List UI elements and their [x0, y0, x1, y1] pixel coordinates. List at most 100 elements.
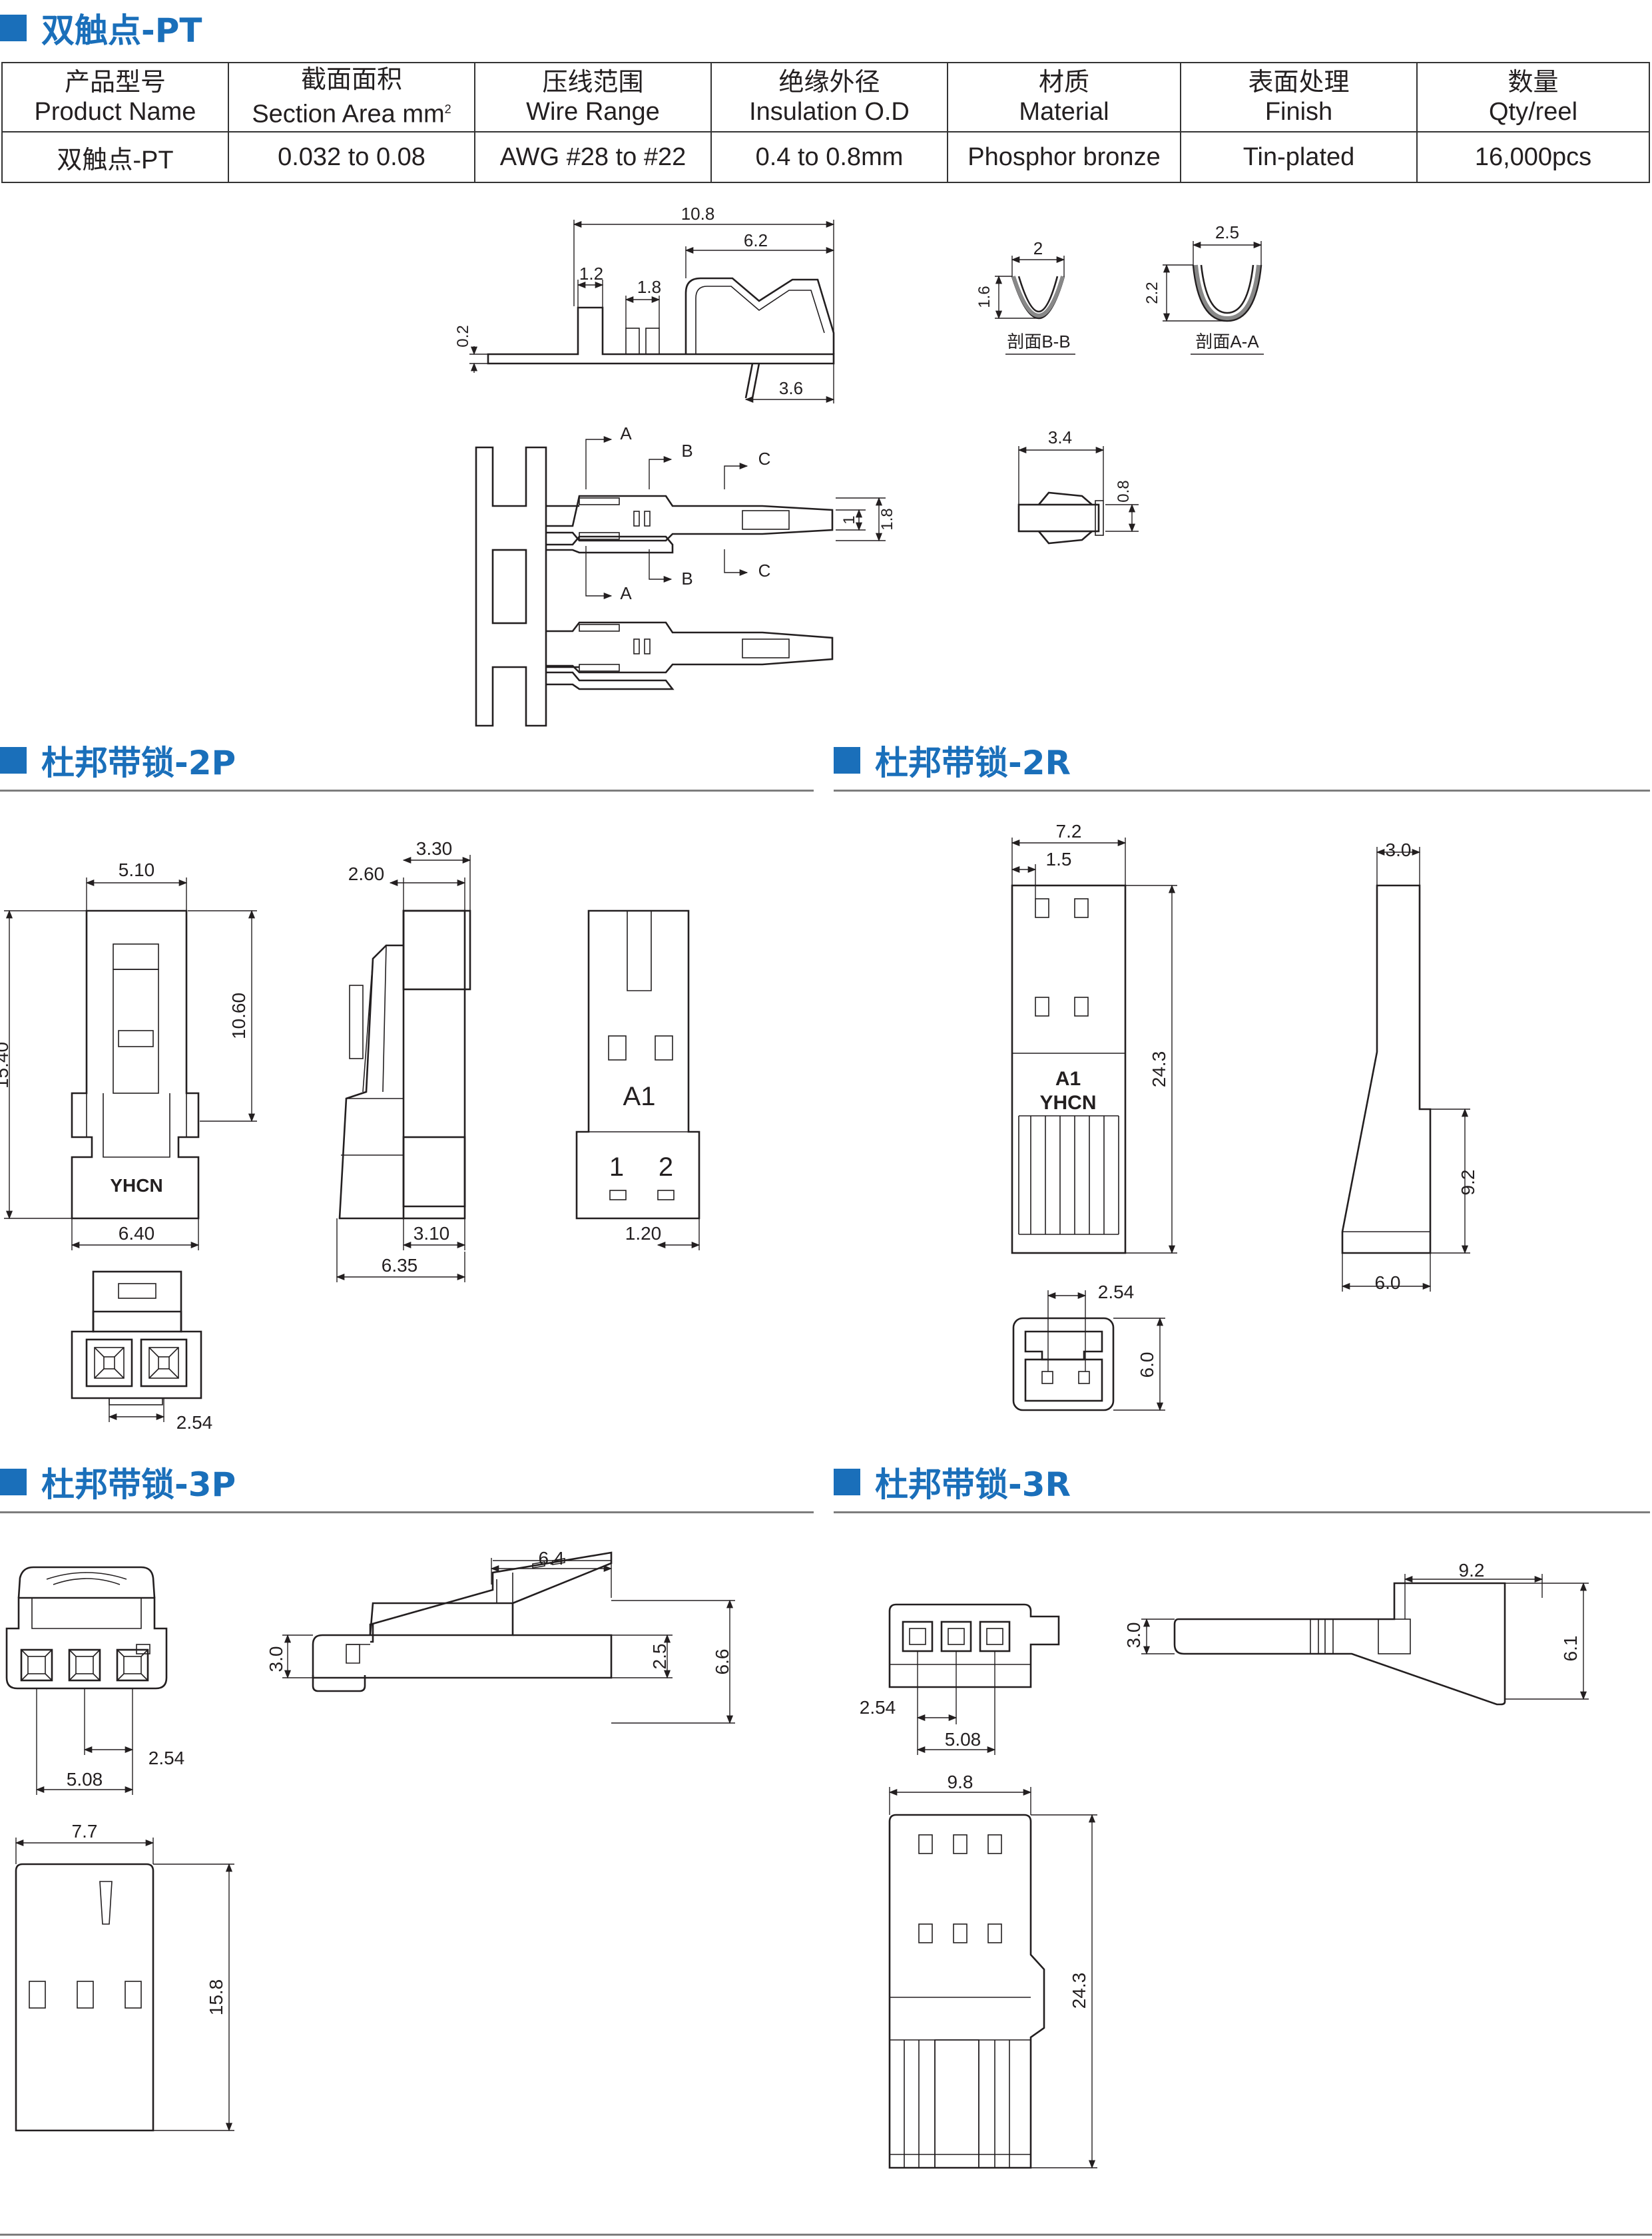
- section-square-icon: [834, 1469, 860, 1495]
- section-title-3r: 杜邦带锁-3R: [834, 1458, 1071, 1506]
- divider: [0, 2234, 1652, 2236]
- 2r-top-view: A1 YHCN 7.2 1.5 24.3: [1011, 821, 1177, 1254]
- dim-label: 9.2: [1459, 1560, 1485, 1581]
- cut-label: A: [620, 423, 632, 443]
- pt-section-b: 2 1.6 剖面B-B: [975, 238, 1075, 355]
- dim-label: 1.8: [878, 508, 896, 530]
- dim-label: 1.6: [975, 286, 993, 308]
- dim-label: 5.10: [119, 860, 155, 880]
- dim-label: 3.0: [1386, 840, 1412, 860]
- dim-label: 0.8: [1115, 480, 1133, 502]
- dim-label: 9.8: [948, 1772, 973, 1792]
- dim-label: 3.30: [416, 838, 453, 859]
- dim-label: 1.20: [625, 1223, 662, 1244]
- dim-label: 6.0: [1137, 1352, 1157, 1378]
- section-title-2r: 杜邦带锁-2R: [834, 736, 1071, 784]
- table-cell: 0.4 to 0.8mm: [710, 131, 948, 183]
- pt-side-view: [487, 277, 835, 399]
- dim-label: 6.40: [119, 1223, 155, 1244]
- dim-label: 6.2: [744, 230, 768, 250]
- mark-label: A1: [1055, 1068, 1081, 1090]
- pt-cut-markers: A A B B C C 1 1.8: [585, 423, 896, 603]
- dim-label: 2.54: [176, 1412, 213, 1433]
- cut-label: C: [758, 449, 771, 469]
- dim-label: 10.60: [228, 993, 249, 1039]
- 3p-top-view: 7.7 15.8: [15, 1821, 234, 2132]
- dim-label: 24.3: [1069, 1973, 1089, 2009]
- table-cell: 16,000pcs: [1416, 131, 1650, 183]
- table-cell: 双触点-PT: [1, 131, 229, 183]
- pin-label: 1: [609, 1152, 624, 1182]
- dim-label: 24.3: [1149, 1051, 1169, 1088]
- pt-front-view: 3.4 0.8: [1017, 427, 1139, 545]
- pt-dimensions: 10.8 6.2 1.2 1.8 0.2 3.6: [454, 204, 835, 403]
- dim-label: 2.5: [649, 1644, 670, 1670]
- cut-label: C: [758, 561, 771, 581]
- dim-label: 2.5: [1215, 222, 1239, 242]
- 3r-top-view: 9.8 24.3: [888, 1772, 1097, 2169]
- section-square-icon: [0, 1469, 27, 1495]
- dim-label: 6.35: [382, 1255, 418, 1276]
- dim-label: 1.5: [1046, 849, 1072, 870]
- section-square-icon: [0, 15, 27, 41]
- section-label: 剖面A-A: [1195, 332, 1259, 352]
- divider: [834, 790, 1650, 792]
- 3r-side-view: [1173, 1582, 1506, 1706]
- 3r-side-dims-visible: 9.2 3.0 6.1: [1123, 1560, 1589, 1700]
- table-cell: AWG #28 to #22: [474, 131, 712, 183]
- 3r-end-view: 2.54 5.08: [860, 1603, 1060, 1755]
- dim-label: 3.6: [779, 378, 803, 398]
- dim-label: 6.6: [712, 1649, 732, 1675]
- 3p-side-view: [312, 1551, 613, 1692]
- divider: [0, 790, 814, 792]
- dim-label: 2.60: [348, 864, 385, 884]
- dim-label: 7.7: [72, 1821, 98, 1842]
- cut-label: B: [681, 441, 692, 461]
- table-cell: Tin-plated: [1180, 131, 1418, 183]
- 2p-bottom-view: 2.54: [71, 1270, 213, 1433]
- 2r-end-view: 2.54 6.0: [1012, 1282, 1165, 1411]
- pin-label: 2: [659, 1152, 673, 1182]
- dim-label: 2.54: [860, 1697, 896, 1718]
- dim-label: 6.1: [1560, 1636, 1581, 1662]
- table-cell: 0.032 to 0.08: [228, 131, 475, 183]
- dim-label: 2: [1033, 238, 1043, 258]
- 3p-side-dims: 6.4 3.0 2.5 6.6: [266, 1548, 735, 1724]
- 2p-front-view: YHCN 5.10 15.40 10.60 6.40: [0, 860, 257, 1250]
- dim-label: 7.2: [1056, 821, 1082, 842]
- dim-label: 3.4: [1048, 427, 1072, 447]
- table-row: 双触点-PT 0.032 to 0.08 AWG #28 to #22 0.4 …: [1, 131, 1650, 183]
- dim-label: 5.08: [945, 1729, 981, 1750]
- dim-label: 9.2: [1458, 1170, 1478, 1196]
- dim-label: 1.8: [637, 277, 661, 297]
- dim-label: 10.8: [681, 204, 715, 224]
- dim-label: 0.2: [454, 325, 472, 347]
- section-title-3p: 杜邦带锁-3P: [0, 1458, 236, 1506]
- mark-label: A1: [623, 1082, 656, 1111]
- dim-label: 2.54: [148, 1748, 185, 1768]
- dim-label: 6.4: [539, 1548, 565, 1569]
- 2p-side-view: 3.30 2.60 3.10 6.35: [336, 838, 471, 1282]
- table-cell: Phosphor bronze: [947, 131, 1181, 183]
- 2p-top-view: A1 1 2 1.20: [575, 909, 700, 1250]
- brand-label: YHCN: [1039, 1092, 1096, 1114]
- divider: [0, 1511, 814, 1513]
- cut-label: B: [681, 569, 692, 589]
- section-square-icon: [0, 747, 27, 774]
- section-title-pt: 双触点-PT: [0, 4, 202, 52]
- section-title-2p: 杜邦带锁-2P: [0, 736, 236, 784]
- section-label: 剖面B-B: [1007, 332, 1070, 352]
- dim-label: 6.0: [1375, 1272, 1401, 1293]
- pt-top-view: [475, 446, 834, 727]
- dim-label: 2.54: [1098, 1282, 1135, 1302]
- 3p-end-view: 2.54 5.08: [5, 1566, 185, 1795]
